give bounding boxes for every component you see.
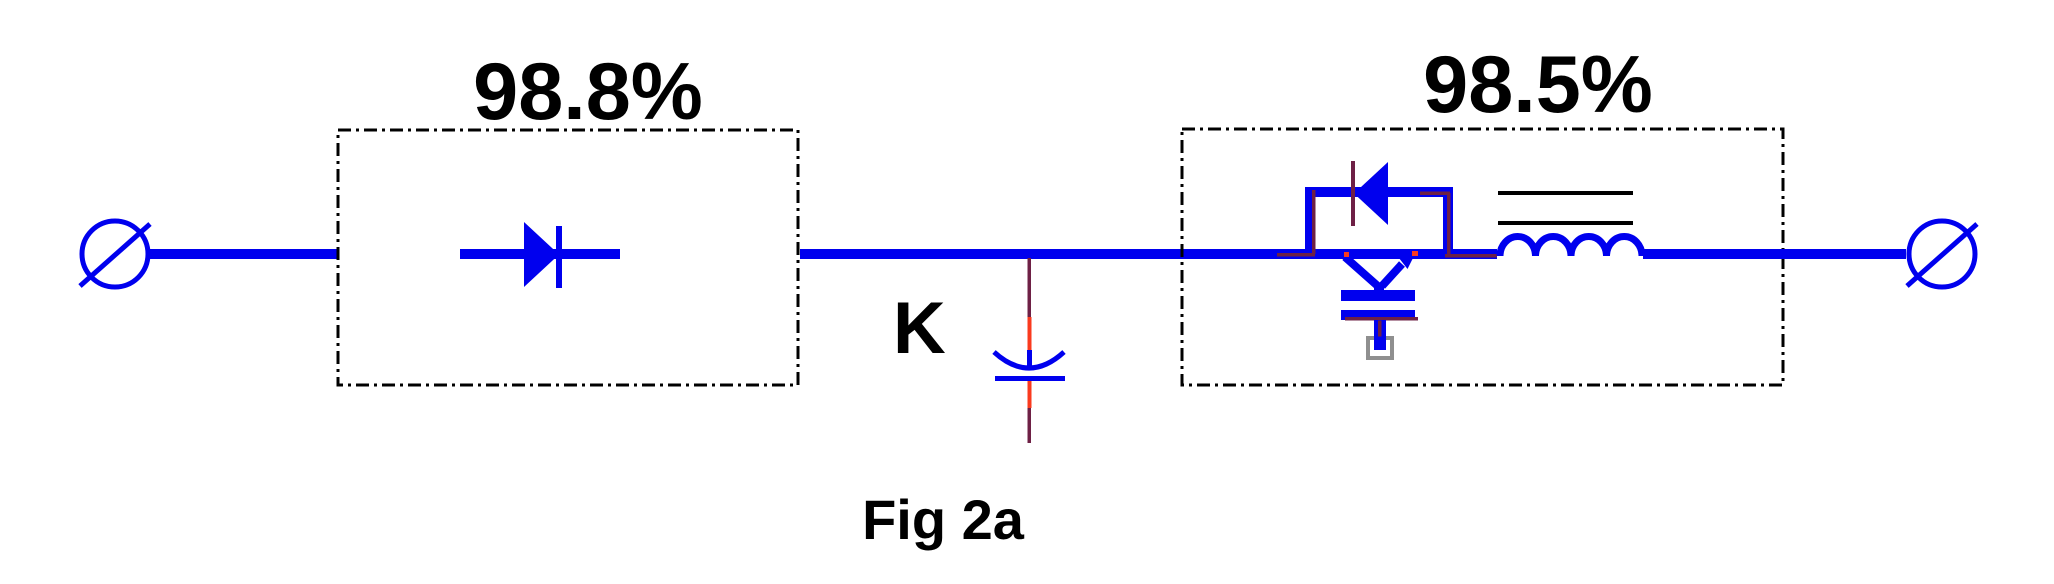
rectifier-stage-box <box>336 128 800 387</box>
efficiency-label-left: 98.8% <box>473 47 703 137</box>
antiparallel-diode-icon <box>1351 161 1388 226</box>
figure-caption: Fig 2a <box>862 488 1025 551</box>
igbt-icon <box>1277 161 1497 360</box>
output-wire <box>1643 249 1906 259</box>
dc-link-wire <box>800 249 1497 259</box>
inductor-icon <box>1496 191 1646 257</box>
node-label: K <box>893 288 946 369</box>
left-terminal-icon <box>78 218 152 290</box>
diode-icon <box>460 222 620 288</box>
capacitor-icon <box>992 258 1066 443</box>
efficiency-label-right: 98.5% <box>1423 40 1653 130</box>
right-terminal-icon <box>1905 218 1979 290</box>
input-wire <box>150 249 338 259</box>
